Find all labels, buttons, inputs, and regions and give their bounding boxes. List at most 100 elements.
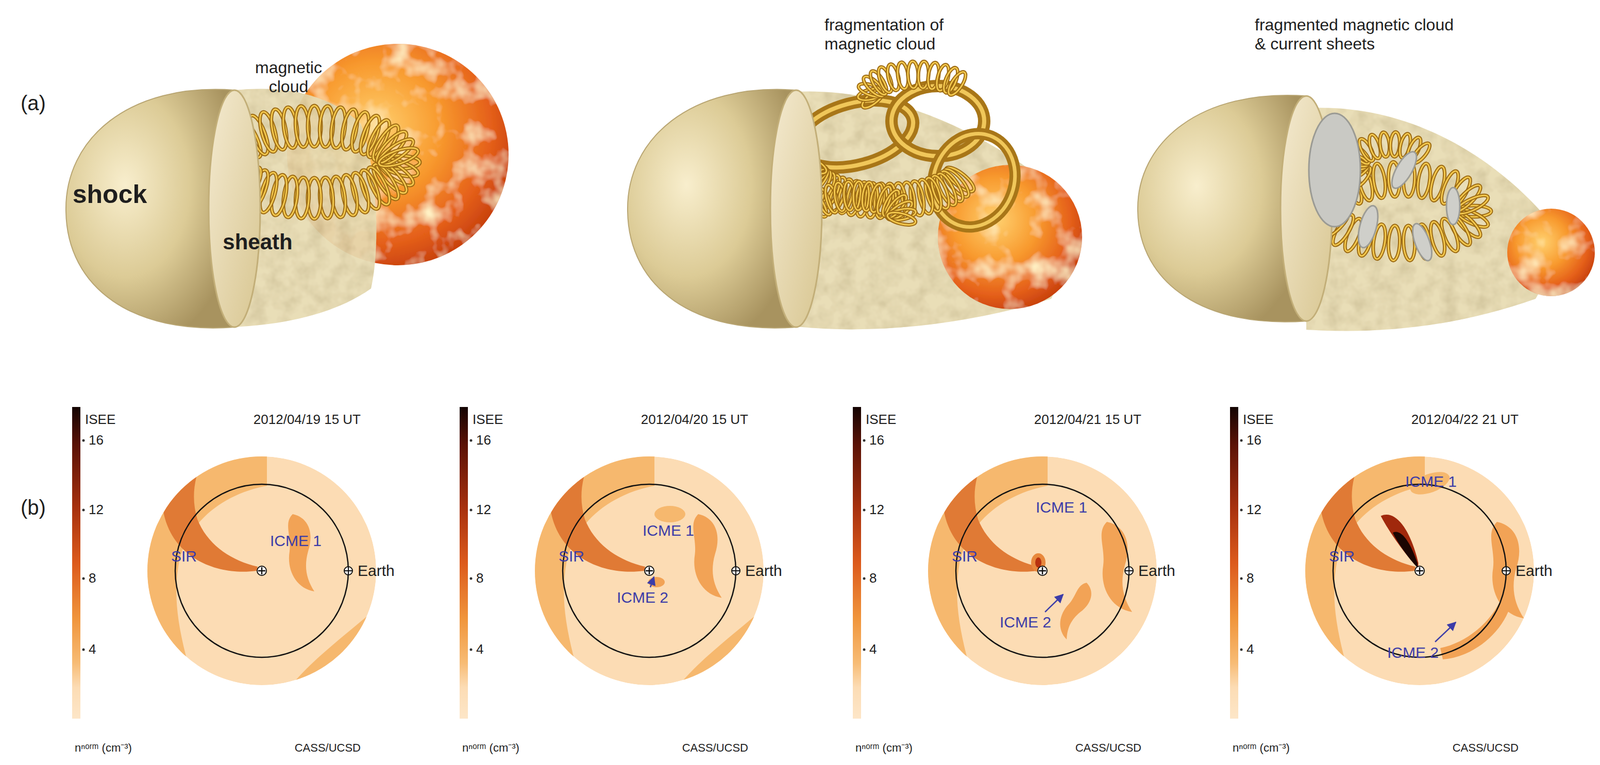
tick-mark <box>863 577 866 581</box>
coil-turn <box>268 173 290 217</box>
illustration-part <box>72 407 81 719</box>
tick-mark <box>469 509 473 512</box>
timestamp: 2012/04/21 15 UT <box>1034 412 1142 428</box>
illustration-part <box>127 436 396 705</box>
colorbar-unit: nⁿᵒʳᵐ (cm⁻³) <box>855 741 913 755</box>
coil-turn <box>945 69 969 98</box>
colorbar-tick: 12 <box>88 502 104 518</box>
illustration-part <box>650 577 654 588</box>
illustration-part <box>258 567 266 575</box>
illustration-part <box>942 436 1039 572</box>
tick-mark <box>82 509 86 512</box>
tick-mark <box>469 439 473 443</box>
source-label: ISEE <box>865 412 897 428</box>
feature-label: ICME 2 <box>999 613 1052 632</box>
tick-mark <box>863 509 866 512</box>
illustration-part <box>1230 407 1239 719</box>
feature-label: ICME 1 <box>1035 498 1088 517</box>
colorbar-tick: 4 <box>476 642 484 658</box>
illustration-part <box>1125 567 1133 575</box>
coil-turn <box>886 210 917 228</box>
illustration-part <box>459 407 468 719</box>
tick-mark <box>469 577 473 581</box>
illustration-part <box>1415 566 1425 576</box>
illustration-part <box>459 407 468 719</box>
colorbar-tick: 8 <box>1246 570 1254 587</box>
shock-front <box>627 89 822 329</box>
illustration-part <box>654 506 686 523</box>
density-map-1 <box>127 436 396 705</box>
illustration-part <box>1320 436 1416 572</box>
illustration-part <box>175 484 349 658</box>
illustration-part <box>1230 407 1239 719</box>
illustration-part <box>1408 221 1436 264</box>
colorbar-tick: 16 <box>88 432 104 449</box>
illustration-part <box>1380 514 1419 569</box>
cme-illustration-1 <box>65 43 509 329</box>
colorbar-tick: 12 <box>869 502 885 518</box>
sheath <box>1306 107 1547 331</box>
feature-label: ICME 1 <box>642 521 695 541</box>
planet-label: Earth <box>745 562 783 581</box>
colorbar-tick: 8 <box>869 570 877 587</box>
colorbar-tick: 4 <box>869 642 877 658</box>
illustration-part <box>1502 567 1510 575</box>
coil-turn <box>339 108 361 151</box>
colorbar-unit: nⁿᵒʳᵐ (cm⁻³) <box>74 741 132 755</box>
illustration-part <box>333 627 396 705</box>
feature-label: SIR <box>558 547 585 566</box>
feature-label: ICME 2 <box>1387 644 1439 663</box>
planet-label: Earth <box>357 562 395 581</box>
illustration-part <box>1285 436 1554 705</box>
timestamp: 2012/04/19 15 UT <box>253 412 361 428</box>
illustration-part <box>162 436 258 572</box>
illustration-part <box>1446 187 1460 225</box>
illustration-part <box>732 567 740 575</box>
illustration-part <box>693 514 722 599</box>
coil-turn <box>1371 162 1388 199</box>
credit-label: CASS/UCSD <box>682 741 749 755</box>
illustration-part <box>257 566 267 576</box>
illustration-part <box>1440 596 1512 660</box>
panel-label: (a) <box>20 91 46 115</box>
colorbar-tick: 4 <box>88 642 96 658</box>
colorbar-tick: 8 <box>88 570 96 587</box>
coil-turn <box>945 69 969 98</box>
illustration-part <box>919 122 1029 239</box>
illustration-part <box>1333 484 1507 658</box>
illustration-part <box>955 484 1130 658</box>
colorbar-tick: 16 <box>869 432 885 449</box>
colorbar-tick: 12 <box>1246 502 1262 518</box>
source-label: ISEE <box>85 412 116 428</box>
colorbar-unit: nⁿᵒʳᵐ (cm⁻³) <box>1232 741 1290 755</box>
illustration-part <box>72 407 81 719</box>
coil-turn <box>1371 162 1388 199</box>
illustration-part <box>277 591 396 705</box>
tick-mark <box>1240 509 1243 512</box>
illustration-part <box>908 436 1048 705</box>
illustration-part <box>1037 566 1048 576</box>
illustration-part <box>644 566 654 576</box>
feature-label: ICME 1 <box>1405 473 1457 492</box>
coil-turn <box>886 210 917 228</box>
feature-label: ICME 2 <box>616 588 669 608</box>
illustration-part <box>1045 594 1064 613</box>
tick-mark <box>469 648 473 652</box>
current-sheet <box>1308 113 1361 227</box>
illustration-part <box>1392 532 1418 568</box>
illustration-part <box>515 436 784 705</box>
panel-label: (b) <box>20 495 46 520</box>
stage-label: fragmented magnetic cloud & current shee… <box>1254 15 1461 54</box>
timestamp: 2012/04/22 21 UT <box>1411 412 1519 428</box>
density-map-3 <box>908 436 1177 705</box>
illustration-part <box>344 567 352 575</box>
illustration-part <box>731 566 740 576</box>
current-sheets <box>1354 148 1460 264</box>
illustration-part <box>1124 566 1134 576</box>
tick-mark <box>1240 439 1243 443</box>
planet-label: Earth <box>1515 562 1553 581</box>
illustration-part <box>1354 203 1383 250</box>
magnetic-loops <box>789 86 1028 239</box>
